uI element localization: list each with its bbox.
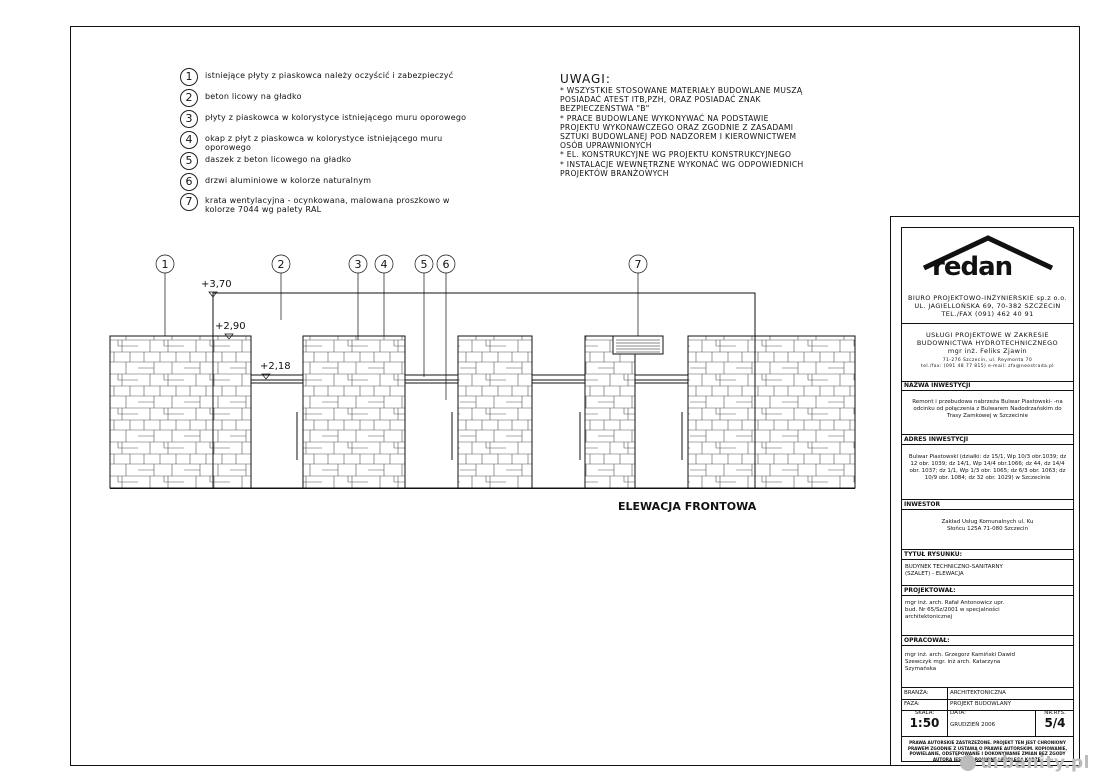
- sheet-number-cell: NR.RYS. 5/4: [1036, 710, 1074, 736]
- service-line: BUDOWNICTWA HYDROTECHNICZNEGO: [916, 339, 1059, 347]
- legend-item: 6 drzwi aluminiowe w kolorze naturalnym: [180, 173, 475, 191]
- note: * PRACE BUDOWLANE WYKONYWAĆ NA PODSTAWIE…: [560, 113, 797, 151]
- date-value: GRUDZIEŃ 2006: [950, 722, 996, 728]
- stone-pier: [302, 335, 406, 489]
- item-markers: [155, 254, 648, 400]
- investor: Zakład Usług Komunalnych ul. Ku Słońcu 1…: [902, 510, 1073, 550]
- marker-label: 5: [421, 258, 428, 271]
- sheet-number-label: NR.RYS.: [1044, 710, 1066, 716]
- level-label: +2,90: [215, 321, 246, 332]
- drawing-frame: [70, 26, 1080, 766]
- branch-row: BRANŻA: ARCHITEKTONICZNA: [902, 688, 1073, 700]
- notes-block: UWAGI: * WSZYSTKIE STOSOWANE MATERIAŁY B…: [560, 72, 820, 178]
- legend-text: krata wentylacyjna - ocynkowana, malowan…: [205, 196, 450, 214]
- legend-item: 5 daszek z beton licowego na gładko: [180, 152, 475, 170]
- scale-date-row: SKALA: 1:50 DATA: GRUDZIEŃ 2006 NR.RYS. …: [902, 710, 1073, 737]
- company-line: TEL./FAX (091) 462 40 91: [941, 310, 1034, 318]
- scale-label: SKALA:: [914, 710, 935, 716]
- branch-value: ARCHITEKTONICZNA: [950, 690, 1006, 696]
- title-block: redan BIURO PROJEKTOWO-INŻYNIERSKIE sp.z…: [890, 216, 1080, 766]
- legend-item: 1 istniejące płyty z piaskowca należy ocz…: [180, 68, 475, 86]
- canopy-lines: [251, 374, 688, 381]
- legend-item: 3 płyty z piaskowca w kolorystyce istniej…: [180, 110, 475, 128]
- investment-name: Remont i przebudowa nabrzeża Bulwar Pias…: [902, 391, 1073, 435]
- aluminium-doors: [250, 382, 689, 489]
- service-line: mgr inż. Feliks Zjawin: [947, 347, 1028, 355]
- notes-title: UWAGI:: [560, 72, 611, 86]
- level-label: +3,70: [201, 279, 232, 290]
- service-line: USŁUGI PROJEKTOWE W ZAKRESIE: [926, 331, 1049, 339]
- drawing-title: BUDYNEK TECHNICZNO-SANITARNY (SZALET) - …: [902, 560, 1073, 586]
- legend-item: 2 beton licowy na gładko: [180, 89, 475, 107]
- legend-number: 5: [180, 152, 198, 170]
- stone-wall-right: [754, 335, 856, 489]
- date-cell: DATA: GRUDZIEŃ 2006: [948, 710, 1036, 736]
- section-header: INWESTOR: [902, 500, 1073, 510]
- company-line: UL. JAGIELLOŃSKA 69, 70-382 SZCZECIN: [914, 302, 1061, 310]
- logo-text: redan: [932, 252, 1013, 282]
- service-contact: 71-276 Szczecin, ul. Reymonta 70: [942, 358, 1033, 363]
- section-header: ADRES INWESTYCJI: [902, 435, 1073, 445]
- note: * WSZYSTKIE STOSOWANE MATERIAŁY BUDOWLAN…: [560, 86, 803, 114]
- scale-value: 1:50: [909, 716, 940, 730]
- legend-number: 3: [180, 110, 198, 128]
- ventilation-grille: [612, 335, 664, 355]
- section-header: TYTUŁ RYSUNKU:: [902, 550, 1073, 560]
- prepared-by: mgr inż. arch. Grzegorz Kamiński Dawid S…: [902, 646, 1073, 688]
- legend-text: daszek z beton licowego na gładko: [205, 155, 352, 164]
- section-header: NAZWA INWESTYCJI: [902, 381, 1073, 391]
- legend-item: 7 krata wentylacyjna - ocynkowana, malowa…: [180, 193, 475, 214]
- legend-number: 2: [180, 89, 198, 107]
- legend-number: 1: [180, 68, 198, 86]
- legend-text: istniejące płyty z piaskowca należy oczy…: [205, 71, 454, 80]
- services-block: USŁUGI PROJEKTOWE W ZAKRESIE BUDOWNICTWA…: [902, 323, 1073, 382]
- legend-item: 4 okap z płyt z piaskowca w kolorystyce i…: [180, 131, 475, 152]
- section-header: OPRACOWAŁ:: [902, 636, 1073, 646]
- legend-text: płyty z piaskowca w kolorystyce istnieją…: [205, 113, 467, 122]
- watermark: urbanity.pl: [960, 753, 1090, 773]
- elevation-title: ELEWACJA FRONTOWA: [618, 500, 757, 513]
- stone-pier: [584, 335, 636, 489]
- redan-logo-icon: [922, 235, 1054, 271]
- marker-label: 2: [278, 258, 285, 271]
- stone-pier: [457, 335, 533, 489]
- sheet-number: 5/4: [1044, 716, 1066, 730]
- marker-label: 4: [381, 258, 388, 271]
- legend-number: 6: [180, 173, 198, 191]
- designer: mgr inż. arch. Rafał Antonowicz upr. bud…: [902, 596, 1073, 636]
- marker-label: 6: [443, 258, 450, 271]
- company-line: BIURO PROJEKTOWO-INŻYNIERSKIE sp.z o.o.: [908, 294, 1067, 302]
- scale-cell: SKALA: 1:50: [902, 710, 948, 736]
- company-logo-area: redan BIURO PROJEKTOWO-INŻYNIERSKIE sp.z…: [902, 228, 1073, 324]
- phase-value: PROJEKT BUDOWLANY: [950, 701, 1012, 707]
- marker-label: 7: [635, 258, 642, 271]
- level-marks: +3,70 +2,90 +2,18: [201, 279, 291, 380]
- urbanity-logo-icon: [960, 755, 977, 771]
- note: * INSTALACJE WEWNĘTRZNE WYKONAĆ WG ODPOW…: [560, 159, 804, 178]
- stone-wall-left: [109, 335, 214, 489]
- legend-number: 7: [180, 193, 198, 211]
- legend-text: drzwi aluminiowe w kolorze naturalnym: [205, 176, 372, 185]
- section-header: PROJEKTOWAŁ:: [902, 586, 1073, 596]
- note: * EL. KONSTRUKCYJNE WG PROJEKTU KONSTRUK…: [560, 150, 792, 160]
- investment-address: Bulwar Piastowski (działki: dz 15/1, Wp …: [902, 445, 1073, 500]
- branch-label: BRANŻA:: [902, 688, 948, 699]
- service-contact: tel./fax: (091 48 77 815) e-mail: zfx@ne…: [921, 364, 1054, 369]
- copyright-notice: PRAWA AUTORSKIE ZASTRZEŻONE. PROJEKT TEN…: [907, 740, 1068, 762]
- stone-pier: [687, 335, 756, 489]
- phase-row: FAZA: PROJEKT BUDOWLANY: [902, 699, 1073, 711]
- legend-text: okap z płyt z piaskowca w kolorystyce is…: [205, 134, 443, 152]
- marker-label: 1: [162, 258, 169, 271]
- marker-label: 3: [355, 258, 362, 271]
- stone-pier: [212, 335, 252, 489]
- watermark-text: urbanity.pl: [980, 753, 1090, 773]
- date-label: DATA:: [950, 710, 966, 716]
- legend-text: beton licowy na gładko: [205, 92, 302, 101]
- level-label: +2,18: [260, 361, 291, 372]
- phase-label: FAZA:: [902, 699, 948, 710]
- legend-number: 4: [180, 131, 198, 149]
